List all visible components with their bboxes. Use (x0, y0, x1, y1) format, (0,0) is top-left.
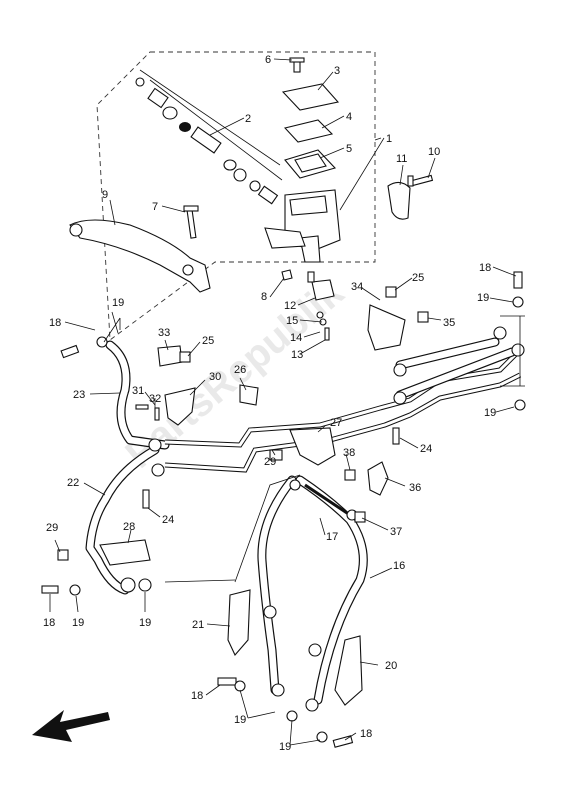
callout-30: 30 (209, 371, 221, 383)
piston-kit[interactable] (135, 69, 283, 205)
callout-37: 37 (390, 526, 402, 538)
callout-25a: 25 (412, 272, 424, 284)
screw-6[interactable] (289, 57, 305, 73)
callout-19a: 19 (112, 297, 124, 309)
callout-36: 36 (409, 482, 421, 494)
callout-22: 22 (67, 477, 79, 489)
callout-15: 15 (286, 315, 298, 327)
callout-19b: 19 (477, 292, 489, 304)
callout-18d: 18 (191, 690, 203, 702)
callout-10: 10 (428, 146, 440, 158)
holder-28[interactable] (99, 539, 151, 566)
holder-36[interactable] (367, 461, 389, 496)
callout-17: 17 (326, 531, 338, 543)
switch-12[interactable] (307, 271, 335, 301)
callout-6: 6 (265, 54, 271, 66)
callout-18c: 18 (43, 617, 55, 629)
bolts[interactable] (41, 271, 523, 748)
callout-8: 8 (261, 291, 267, 303)
diaphragm[interactable] (284, 149, 337, 179)
callout-18b: 18 (49, 317, 61, 329)
callout-9: 9 (102, 189, 108, 201)
pivot-bolt-7[interactable] (183, 205, 199, 239)
callout-19e: 19 (139, 617, 151, 629)
callout-32: 32 (149, 393, 161, 405)
holder-11[interactable] (387, 181, 411, 220)
callout-29a: 29 (264, 456, 276, 468)
callout-14: 14 (290, 332, 302, 344)
callout-24b: 24 (162, 514, 174, 526)
callout-27: 27 (330, 417, 342, 429)
callout-2: 2 (245, 113, 251, 125)
reservoir-cap[interactable] (281, 83, 340, 111)
callout-35: 35 (443, 317, 455, 329)
callout-labels: 1 2 3 4 5 6 7 8 9 10 11 12 13 14 15 16 1… (43, 54, 496, 753)
callout-31: 31 (132, 385, 144, 397)
joint-33[interactable] (157, 345, 183, 367)
callout-7: 7 (152, 201, 158, 213)
bracket-21[interactable] (227, 589, 251, 657)
callout-18e: 18 (360, 728, 372, 740)
brake-lever[interactable] (69, 219, 211, 293)
brake-pipe-upper[interactable] (164, 350, 522, 473)
master-cylinder-body[interactable] (284, 189, 341, 263)
small-screws[interactable] (135, 311, 330, 421)
leader-lines (49, 58, 525, 746)
callout-1: 1 (386, 133, 392, 145)
brake-pipe-right[interactable] (395, 326, 525, 400)
callout-19g: 19 (279, 741, 291, 753)
brake-pipe-17[interactable] (304, 483, 351, 517)
bracket-20[interactable] (334, 635, 363, 706)
callout-28: 28 (123, 521, 135, 533)
callout-20: 20 (385, 660, 397, 672)
nut-8[interactable] (281, 269, 293, 281)
callout-29b: 29 (46, 522, 58, 534)
front-direction-arrow-icon (32, 710, 110, 742)
callout-19c: 19 (484, 407, 496, 419)
callout-4: 4 (346, 111, 352, 123)
callout-19d: 19 (72, 617, 84, 629)
callout-3: 3 (334, 65, 340, 77)
callout-33: 33 (158, 327, 170, 339)
callout-12: 12 (284, 300, 296, 312)
callout-34: 34 (351, 281, 363, 293)
callout-18a: 18 (479, 262, 491, 274)
bracket-34[interactable] (367, 304, 406, 351)
callout-11: 11 (396, 153, 407, 165)
cap-plate[interactable] (283, 119, 334, 143)
lever-holder-bracket[interactable] (264, 227, 306, 249)
callout-24a: 24 (420, 443, 432, 455)
brake-hose-23[interactable] (105, 340, 170, 450)
clamp-26[interactable] (239, 384, 259, 406)
washers[interactable] (69, 296, 526, 743)
callout-26: 26 (234, 364, 246, 376)
master-cylinder-group-box (96, 51, 376, 341)
callout-13: 13 (291, 349, 303, 361)
callout-19f: 19 (234, 714, 246, 726)
callout-38: 38 (343, 447, 355, 459)
callout-5: 5 (346, 143, 352, 155)
bracket-30[interactable] (164, 387, 196, 426)
callout-25b: 25 (202, 335, 214, 347)
holder-27[interactable] (289, 427, 336, 466)
callout-16: 16 (393, 560, 405, 572)
screw-10[interactable] (407, 174, 434, 187)
callout-23: 23 (73, 389, 85, 401)
callout-21: 21 (192, 619, 204, 631)
brake-hose-22[interactable] (85, 445, 160, 595)
brake-hose-21[interactable] (257, 475, 297, 695)
